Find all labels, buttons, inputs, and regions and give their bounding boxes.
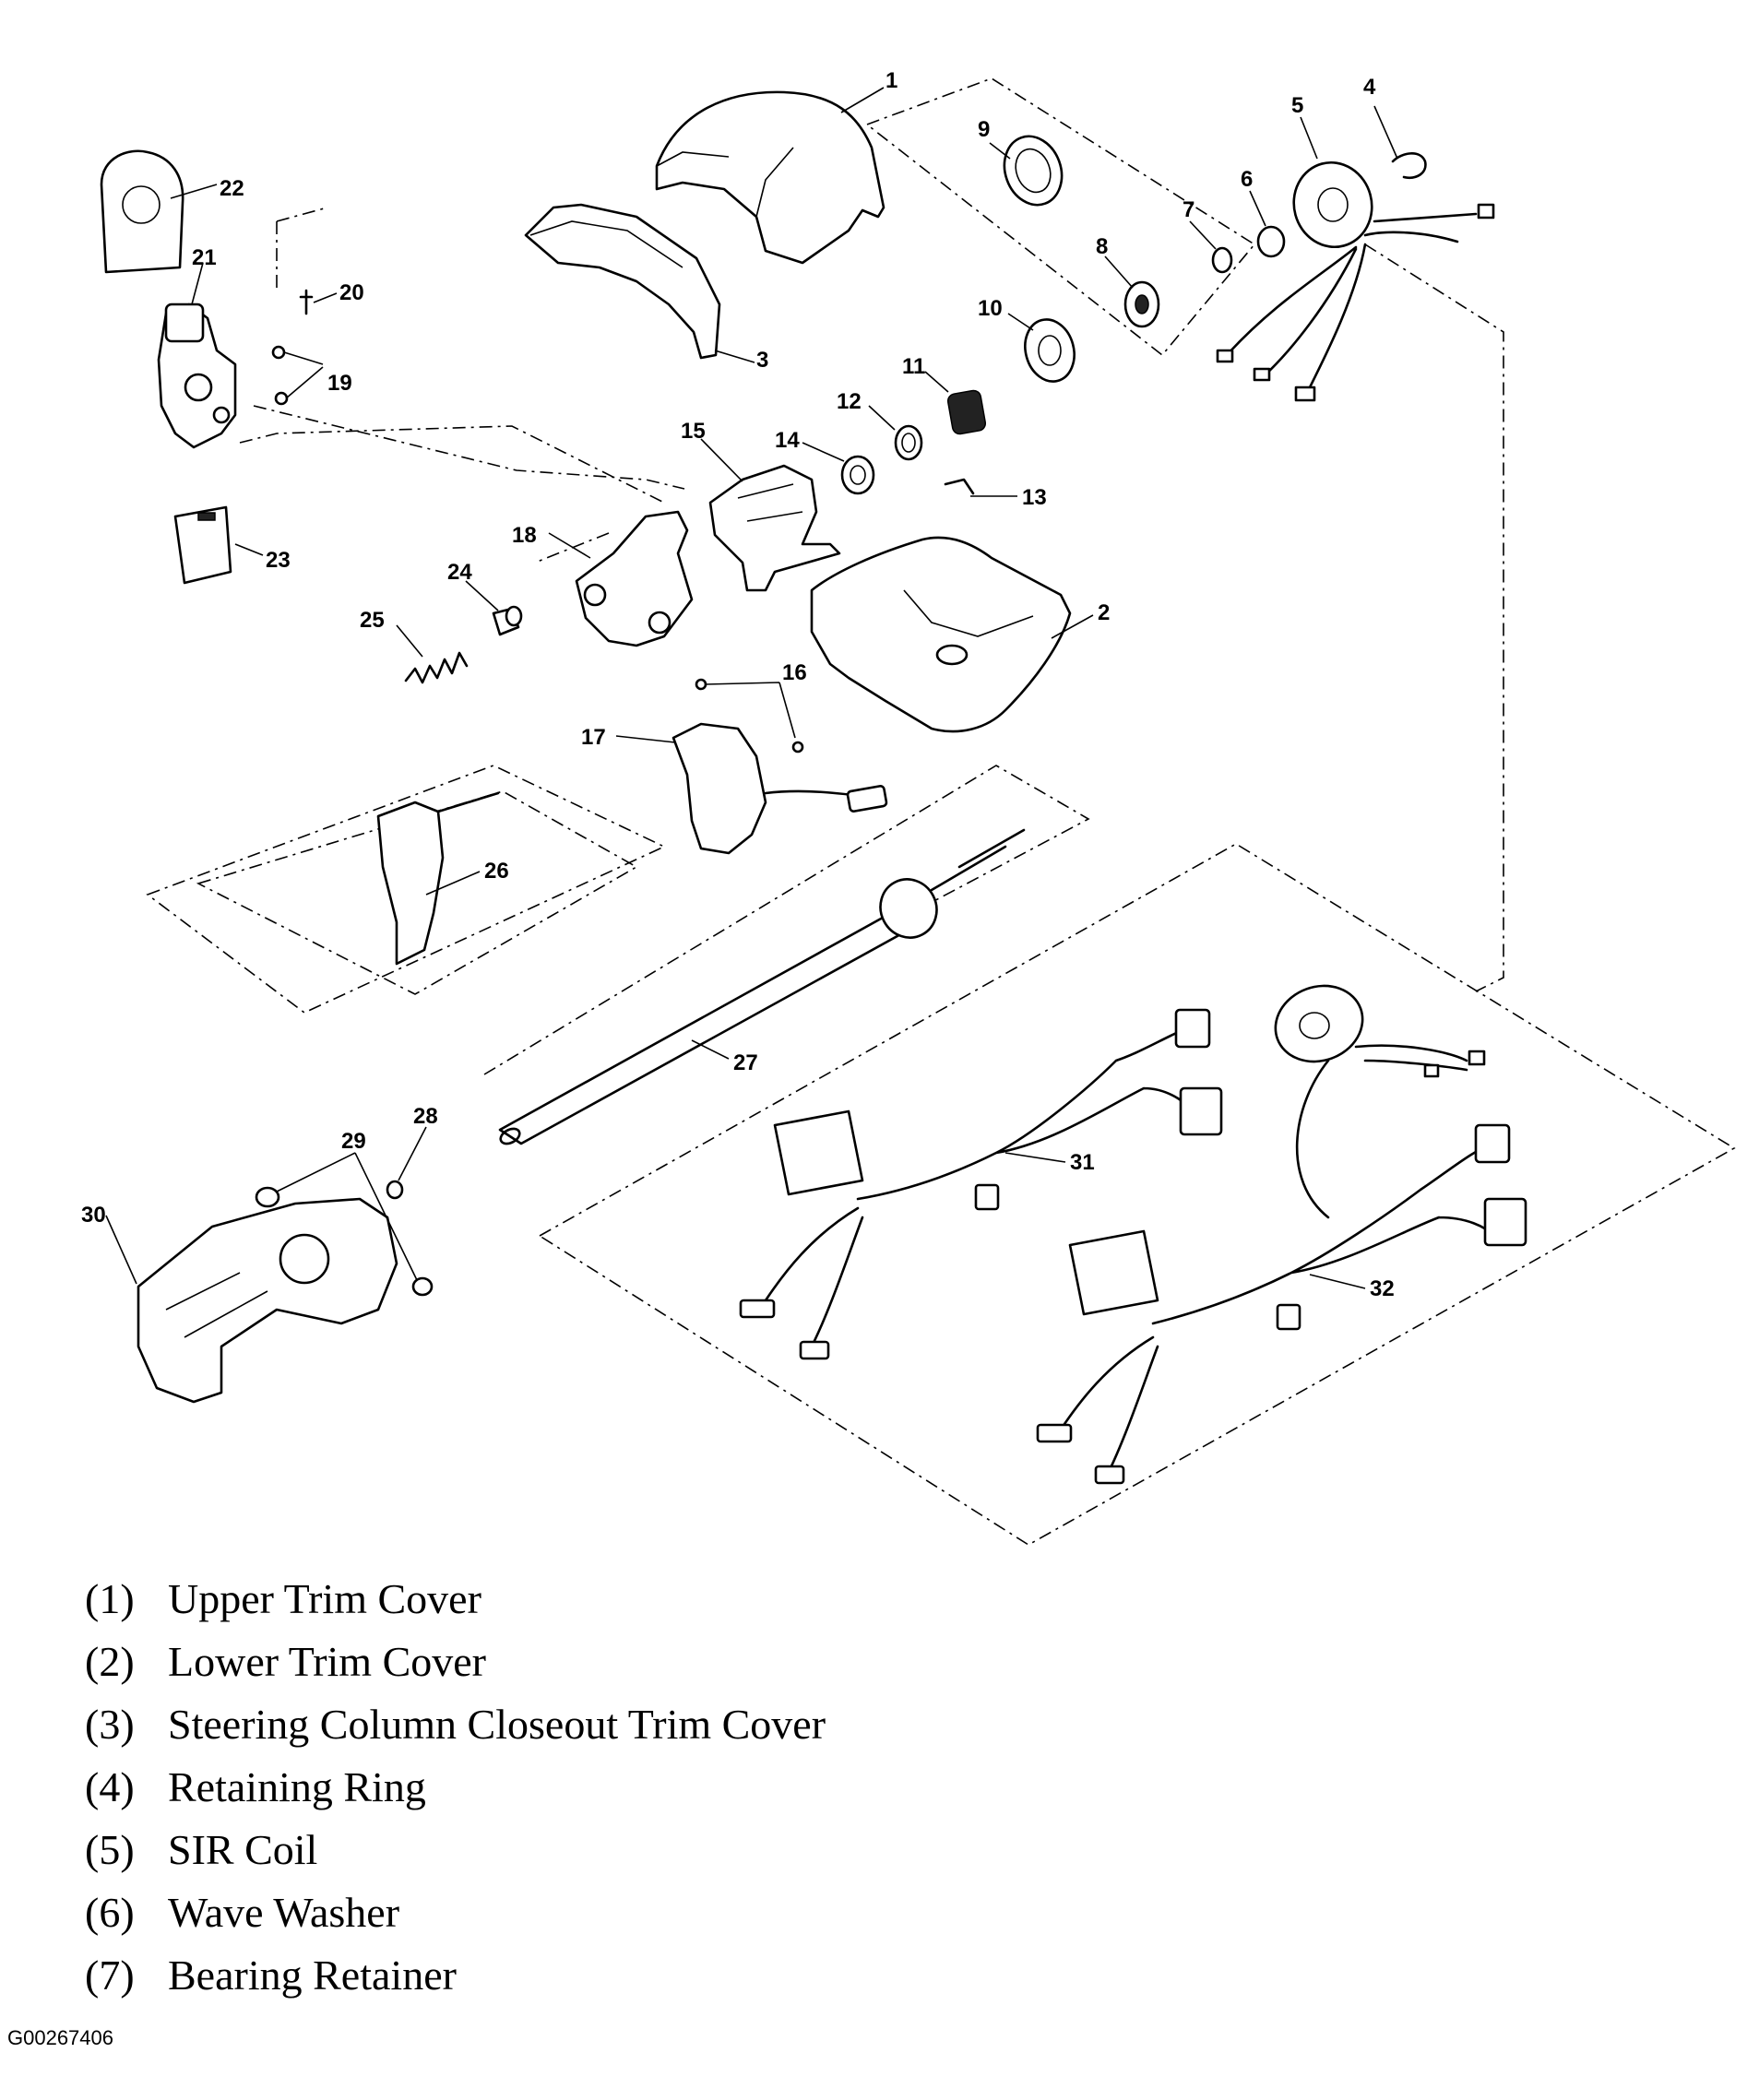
part-7-bearing-retainer — [1211, 246, 1233, 274]
callout-18: 18 — [512, 523, 537, 548]
callout-29: 29 — [341, 1129, 366, 1154]
part-9-disc — [1003, 135, 1064, 207]
legend-item: (4) Retaining Ring — [85, 1756, 826, 1819]
parts-legend: (1)Upper Trim Cover (2)Lower Trim Cover … — [85, 1568, 826, 2007]
legend-item: (7) Bearing Retainer — [85, 1944, 826, 2007]
legend-number: (5) — [85, 1826, 135, 1873]
callout-3: 3 — [756, 348, 768, 373]
legend-label: Steering Column Closeout Trim Cover — [168, 1701, 826, 1748]
part-17-switch — [672, 722, 888, 855]
callout-21: 21 — [192, 245, 217, 270]
legend-number: (6) — [85, 1889, 135, 1936]
part-27-shaft — [498, 828, 1026, 1145]
legend-number: (1) — [85, 1575, 135, 1622]
legend-item: (1) Upper Trim Cover — [85, 1568, 826, 1631]
part-28-bushing — [386, 1180, 404, 1200]
part-22-plate — [100, 149, 184, 274]
part-12-ring — [894, 424, 923, 461]
part-32-harness — [1036, 984, 1527, 1485]
part-10-gear — [1024, 318, 1076, 383]
part-8-bearing — [1123, 280, 1160, 328]
part-18-housing — [575, 510, 694, 647]
part-24-pin — [492, 605, 523, 636]
callout-20: 20 — [339, 280, 364, 305]
callout-5: 5 — [1291, 93, 1303, 118]
callout-30: 30 — [81, 1203, 106, 1228]
part-21-lock-housing — [157, 303, 237, 449]
callout-15: 15 — [681, 419, 706, 444]
part-4-retaining-ring — [1391, 152, 1427, 179]
figure-id: G00267406 — [7, 2026, 113, 2049]
callout-12: 12 — [837, 389, 862, 414]
callout-9: 9 — [978, 117, 990, 142]
callout-28: 28 — [413, 1104, 438, 1129]
part-31-harness — [739, 1008, 1223, 1360]
part-25-spring — [404, 651, 469, 684]
leader-lines — [105, 87, 1398, 1289]
part-19-screws — [271, 345, 289, 406]
callout-17: 17 — [581, 725, 606, 750]
callout-10: 10 — [978, 296, 1003, 321]
exploded-view-diagram: 1 2 3 4 5 6 7 8 9 10 11 12 13 14 15 16 1… — [81, 68, 1736, 1546]
legend-label: Upper Trim Cover — [168, 1575, 481, 1622]
part-3-closeout-trim-cover — [524, 203, 721, 360]
part-15-housing — [708, 464, 841, 592]
callout-25: 25 — [360, 608, 385, 633]
legend-label: Bearing Retainer — [168, 1952, 457, 1999]
legend-label: SIR Coil — [168, 1826, 318, 1873]
callout-4: 4 — [1363, 75, 1376, 100]
callout-labels: 1 2 3 4 5 6 7 8 9 10 11 12 13 14 15 16 1… — [81, 68, 1395, 1301]
callout-23: 23 — [266, 548, 291, 573]
callout-1: 1 — [885, 68, 897, 93]
callout-8: 8 — [1096, 234, 1108, 259]
callout-31: 31 — [1070, 1150, 1095, 1175]
part-5-sir-coil — [1216, 160, 1495, 402]
part-20-screw — [299, 289, 314, 315]
part-6-wave-washer — [1256, 225, 1286, 258]
part-14-ring — [840, 455, 875, 495]
legend-item: (3) Steering Column Closeout Trim Cover — [85, 1693, 826, 1756]
dashed-group-outlines — [146, 77, 1736, 1546]
legend-item: (2) Lower Trim Cover — [85, 1631, 826, 1693]
callout-32: 32 — [1370, 1276, 1395, 1301]
callout-7: 7 — [1183, 197, 1194, 222]
part-1-upper-trim-cover — [655, 90, 885, 265]
callout-2: 2 — [1098, 600, 1110, 625]
part-26-lever — [376, 791, 500, 966]
callout-6: 6 — [1241, 167, 1253, 192]
legend-label: Wave Washer — [168, 1889, 400, 1936]
legend-label: Retaining Ring — [168, 1763, 426, 1810]
part-11-gear — [946, 389, 987, 435]
part-30-housing — [137, 1197, 398, 1404]
callout-16: 16 — [782, 660, 807, 685]
legend-number: (2) — [85, 1638, 135, 1685]
callout-26: 26 — [484, 859, 509, 884]
legend-number: (4) — [85, 1763, 135, 1810]
part-2-lower-trim-cover — [810, 536, 1072, 733]
part-29-bushings — [255, 1186, 434, 1297]
legend-item: (5) SIR Coil — [85, 1819, 826, 1881]
callout-14: 14 — [775, 428, 800, 453]
callout-27: 27 — [733, 1050, 758, 1075]
callout-11: 11 — [902, 354, 925, 379]
part-23-module — [173, 505, 232, 585]
callout-22: 22 — [220, 176, 244, 201]
callout-24: 24 — [447, 560, 472, 585]
legend-number: (7) — [85, 1952, 135, 1999]
legend-number: (3) — [85, 1701, 135, 1748]
callout-13: 13 — [1022, 485, 1047, 510]
part-13-clip — [944, 478, 975, 495]
legend-label: Lower Trim Cover — [168, 1638, 486, 1685]
legend-item: (6) Wave Washer — [85, 1881, 826, 1944]
callout-19: 19 — [327, 371, 352, 396]
